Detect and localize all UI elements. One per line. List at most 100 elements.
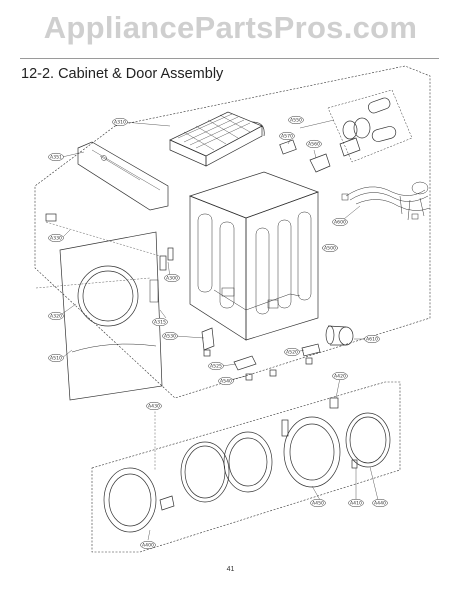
door-latch-part [351, 459, 358, 469]
foot-part-right [305, 357, 313, 365]
foot-part-a540-1 [245, 373, 253, 381]
callout-text: A570 [281, 134, 293, 140]
callout-a330: A330 [48, 233, 64, 243]
door-frame-part [281, 416, 341, 488]
callout-bubble [208, 361, 224, 371]
bracket-a525-part [233, 355, 257, 371]
callout-a300: A300 [164, 273, 180, 283]
callout-text: A560 [308, 142, 320, 148]
callout-a315: A315 [152, 317, 168, 327]
callout-bubble [279, 131, 295, 141]
callout-bubble [152, 317, 168, 327]
callout-a510: A510 [48, 353, 64, 363]
callout-text: A530 [164, 334, 176, 340]
cabinet-part [188, 171, 320, 341]
watermark: AppliancePartsPros.com [43, 10, 418, 45]
callout-text: A440 [374, 501, 386, 507]
page-number: 41 [226, 566, 235, 573]
callout-a351: A351 [48, 152, 64, 162]
leader-lines [61, 119, 379, 541]
callout-bubble [332, 371, 348, 381]
clip-part-a300 [167, 247, 174, 261]
callout-a420: A420 [332, 371, 348, 381]
callout-bubble [140, 540, 156, 550]
callout-bubble [284, 347, 300, 357]
callout-a500: A500 [322, 243, 338, 253]
callout-a540: A540 [218, 376, 234, 386]
callout-a570: A570 [279, 131, 295, 141]
exhaust-duct-part [325, 325, 354, 346]
callout-a550: A550 [288, 115, 304, 125]
callout-bubble [332, 217, 348, 227]
door-inner-ring-part [223, 431, 273, 493]
bracket-a530-part [201, 327, 215, 351]
callout-text: A500 [324, 246, 336, 252]
callout-bubble [48, 152, 64, 162]
callout-bubble [218, 376, 234, 386]
callout-text: A420 [334, 374, 346, 380]
callout-text: A351 [50, 155, 62, 161]
callout-a530: A530 [162, 331, 178, 341]
door-gasket-part [180, 441, 230, 503]
heater-housing-part [169, 111, 265, 167]
callout-a525: A525 [208, 361, 224, 371]
callout-a450: A450 [310, 498, 326, 508]
callout-bubble [48, 311, 64, 321]
callout-text: A520 [286, 350, 298, 356]
callout-bubble [364, 334, 380, 344]
callout-bubble [322, 243, 338, 253]
hinge-part-a320 [45, 213, 57, 222]
callout-text: A300 [166, 276, 178, 282]
door-hinge-part [159, 495, 175, 511]
foot-part-left [203, 349, 211, 357]
callout-bubble [48, 353, 64, 363]
upper-assembly-dashed-outline [34, 65, 431, 399]
callout-text: A430 [148, 404, 160, 410]
callout-bubble [146, 401, 162, 411]
callout-bubble [112, 117, 128, 127]
clip-part-a315 [159, 255, 167, 271]
callout-bubble [162, 331, 178, 341]
bracket-a570-part [279, 139, 297, 155]
callout-bubble [310, 498, 326, 508]
callout-a320: A320 [48, 311, 64, 321]
callout-a520: A520 [284, 347, 300, 357]
callout-text: A525 [210, 364, 222, 370]
callout-a440: A440 [372, 498, 388, 508]
page-title: 12-2. Cabinet & Door Assembly [21, 66, 224, 82]
callout-bubble [372, 498, 388, 508]
callout-text: A450 [312, 501, 324, 507]
bracket-a520-part [301, 343, 321, 357]
callout-text: A315 [154, 320, 166, 326]
callout-bubble [306, 139, 322, 149]
callout-text: A550 [290, 118, 302, 124]
callout-text: A410 [350, 501, 362, 507]
bracket-a560-part [309, 153, 331, 173]
callout-text: A510 [50, 356, 62, 362]
door-glass-part [345, 412, 391, 468]
callout-a610: A610 [364, 334, 380, 344]
callout-text: A320 [50, 314, 62, 320]
callout-text: A600 [334, 220, 346, 226]
callout-bubble [48, 233, 64, 243]
callout-text: A400 [142, 543, 154, 549]
wire-harness-part [341, 181, 431, 221]
callout-a600: A600 [332, 217, 348, 227]
front-panel-part [59, 231, 163, 401]
callout-text: A610 [366, 337, 378, 343]
top-rear-panel-part [77, 141, 169, 211]
duct-assembly-part [327, 89, 413, 163]
title-rule [20, 58, 439, 59]
callout-a400: A400 [140, 540, 156, 550]
callout-text: A330 [50, 236, 62, 242]
callout-bubble [288, 115, 304, 125]
door-outer-ring-part [103, 467, 157, 533]
callout-text: A310 [114, 120, 126, 126]
callout-bubble [348, 498, 364, 508]
callout-a410: A410 [348, 498, 364, 508]
foot-part-a540-2 [269, 369, 277, 377]
callout-text: A540 [220, 379, 232, 385]
